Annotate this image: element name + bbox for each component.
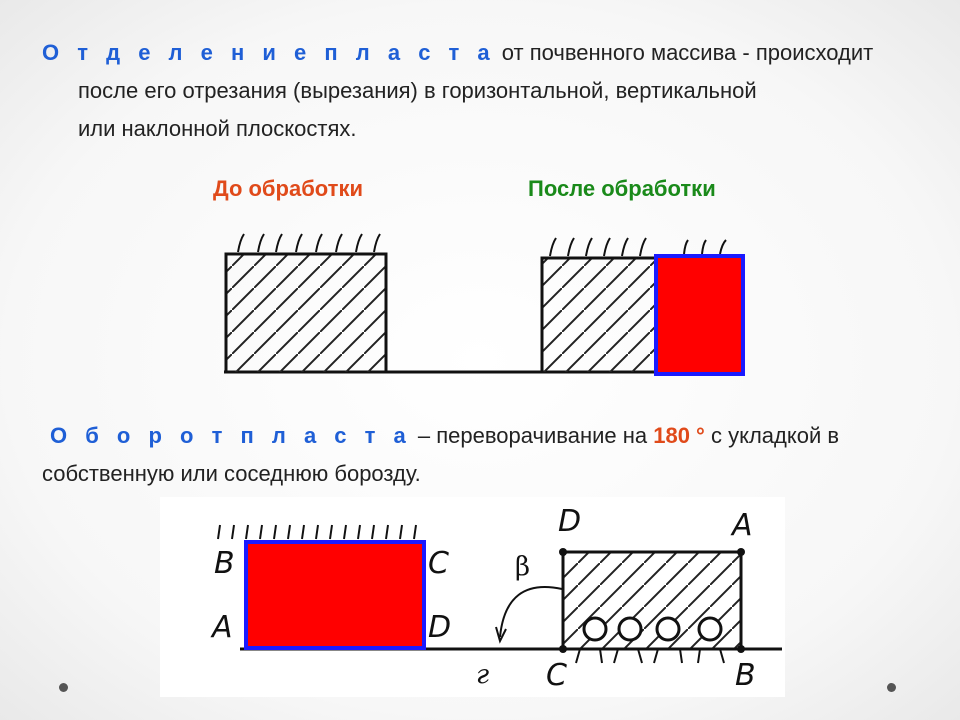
para2-rest: с укладкой в: [704, 423, 840, 448]
term-turning: О б о р о т п л а с т а: [50, 423, 412, 448]
turning-block-right: [495, 548, 745, 664]
label-right-A: A: [730, 508, 753, 543]
label-right-D: D: [558, 504, 581, 539]
label-left-A: A: [210, 610, 233, 645]
separated-layer-block: [654, 254, 745, 376]
soil-block-before: [224, 233, 388, 372]
soil-block-after: [540, 237, 727, 372]
para1-line2: после его отрезания (вырезания) в горизо…: [78, 78, 757, 103]
label-beta: β: [515, 552, 530, 582]
label-g: г: [476, 660, 489, 690]
turning-diagram: B A C D D A C B β г: [160, 497, 785, 697]
label-before-treatment: До обработки: [213, 176, 363, 201]
label-left-C: C: [428, 546, 449, 581]
label-left-D: D: [428, 610, 451, 645]
label-after-treatment: После обработки: [528, 176, 716, 201]
label-left-B: B: [214, 546, 235, 581]
label-right-C: C: [546, 658, 567, 693]
term-separation: О т д е л е н и е п л а с т а: [42, 40, 496, 65]
label-right-B: B: [735, 658, 756, 693]
para2-mid: – переворачивание на: [411, 423, 654, 448]
para1-line1-rest: от почвенного массива - происходит: [495, 40, 874, 65]
degree-value: 180 °: [653, 423, 705, 448]
paragraph-turning: О б о р о т п л а с т а – переворачивани…: [42, 417, 932, 493]
para1-line3: или наклонной плоскостях.: [78, 116, 357, 141]
slide-dot-right: [887, 683, 896, 692]
separation-diagram: [224, 233, 745, 376]
paragraph-separation: О т д е л е н и е п л а с т а от почвенн…: [42, 34, 932, 148]
turning-block-left: [217, 524, 426, 650]
slide-dot-left: [59, 683, 68, 692]
para2-line2: собственную или соседнюю борозду.: [42, 461, 421, 486]
